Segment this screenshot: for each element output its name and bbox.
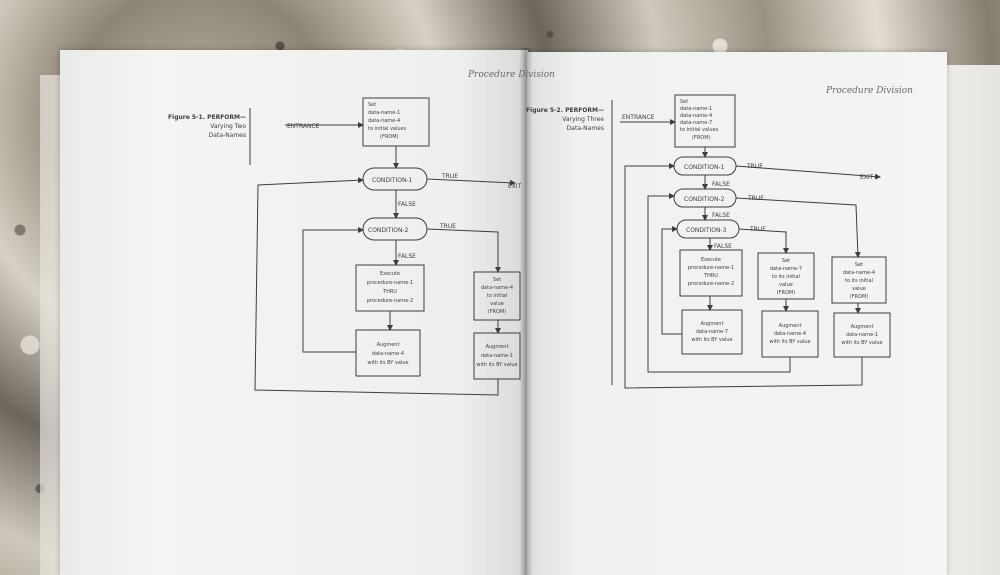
right-augment7-text: with its BY value xyxy=(691,337,732,343)
right-execute-text: procedure-name-1 xyxy=(688,265,734,271)
right-condition-2-label: CONDITION-2 xyxy=(684,196,725,203)
left-entrance-label: ENTRANCE xyxy=(287,123,320,130)
right-set4-text: Set xyxy=(855,262,863,268)
left-augment2-text: with its BY value xyxy=(476,362,517,368)
book-gutter xyxy=(519,48,533,575)
right-set-text: data-name-1 xyxy=(680,106,712,112)
left-augment1-text: with its BY value xyxy=(367,360,408,366)
right-set-text: data-name-7 xyxy=(680,120,712,126)
left-exit-label: EXIT xyxy=(508,183,522,190)
right-augment1-text: Augment xyxy=(851,324,874,330)
left-augment1-text: data-name-4 xyxy=(372,351,404,357)
right-set7-text: (FROM) xyxy=(777,290,796,296)
left-execute-text: THRU xyxy=(382,289,397,295)
right-false-label-3: FALSE xyxy=(714,243,732,250)
left-true-label-2: TRUE xyxy=(439,223,456,230)
right-true-label-2: TRUE xyxy=(747,195,764,202)
right-false-label-2: FALSE xyxy=(712,212,730,219)
left-set-text: Set xyxy=(368,102,376,108)
right-execute-text: procedure-name-2 xyxy=(688,281,734,287)
right-set-text: Set xyxy=(680,99,688,105)
left-caption-line2: Varying Two xyxy=(210,123,246,130)
left-set-small-box xyxy=(473,271,521,321)
right-true-label-1: TRUE xyxy=(746,163,763,170)
left-execute-text: procedure-name-2 xyxy=(367,298,413,304)
left-caption-line1: Figure 5-1. PERFORM— xyxy=(168,114,246,121)
right-set7-text: Set xyxy=(782,258,790,264)
right-execute-text: THRU xyxy=(703,273,718,279)
right-augment1-text: data-name-1 xyxy=(846,332,878,338)
left-set-text: (FROM) xyxy=(380,134,399,140)
left-set-small-text: (FROM) xyxy=(488,309,507,315)
right-running-head: Procedure Division xyxy=(826,86,913,96)
left-execute-text: Execute xyxy=(380,271,400,277)
left-augment1-text: Augment xyxy=(377,342,400,348)
right-augment4-text: with its BY value xyxy=(769,339,810,345)
right-caption-line2: Varying Three xyxy=(562,116,604,123)
right-set7-text: data-name-7 xyxy=(770,266,802,272)
right-augment7-text: Augment xyxy=(701,321,724,327)
right-augment4-text: Augment xyxy=(779,323,802,329)
right-set7-text: value xyxy=(779,282,793,288)
right-set4-text: to its initial xyxy=(845,278,873,284)
right-set4-text: value xyxy=(852,286,866,292)
right-condition-3-label: CONDITION-3 xyxy=(686,227,727,234)
left-false-label-2: FALSE xyxy=(398,253,416,260)
right-set4-text: (FROM) xyxy=(850,294,869,300)
left-false-label-1: FALSE xyxy=(398,201,416,208)
left-augment2-text: data-name-1 xyxy=(481,353,513,359)
right-entrance-label: ENTRANCE xyxy=(622,114,655,121)
left-execute-text: procedure-name-1 xyxy=(367,280,413,286)
left-set-small-text: Set xyxy=(493,277,501,283)
left-page xyxy=(60,50,528,575)
right-caption-line1: Figure 5-2. PERFORM— xyxy=(526,107,604,114)
left-set-text: to initial values xyxy=(368,126,407,132)
right-caption-line3: Data-Names xyxy=(567,125,604,132)
left-augment-box-1 xyxy=(355,329,421,377)
left-condition-1-label: CONDITION-1 xyxy=(372,177,413,184)
right-augment7-text: data-name-7 xyxy=(696,329,728,335)
left-running-head: Procedure Division xyxy=(468,70,555,80)
right-execute-box xyxy=(679,249,743,297)
left-condition-2-label: CONDITION-2 xyxy=(368,227,409,234)
right-exit-label: EXIT xyxy=(860,174,874,181)
right-augment-box-7 xyxy=(681,309,743,355)
left-set-text: data-name-1 xyxy=(368,110,400,116)
left-set-text: data-name-4 xyxy=(368,118,400,124)
right-false-label-1: FALSE xyxy=(712,181,730,188)
left-set-small-text: data-name-4 xyxy=(481,285,513,291)
right-augment4-text: data-name-4 xyxy=(774,331,806,337)
left-augment2-text: Augment xyxy=(486,344,509,350)
right-set-text: data-name-4 xyxy=(680,113,712,119)
right-augment1-text: with its BY value xyxy=(841,340,882,346)
right-set4-text: data-name-4 xyxy=(843,270,875,276)
left-true-label-1: TRUE xyxy=(441,173,458,180)
left-set-small-text: to initial xyxy=(487,293,507,299)
left-set-small-text: value xyxy=(490,301,504,307)
right-true-label-3: TRUE xyxy=(749,226,766,233)
right-condition-1-label: CONDITION-1 xyxy=(684,164,725,171)
right-set-text: to initial values xyxy=(680,127,719,133)
right-set-box-4 xyxy=(831,256,887,304)
left-augment-box-2 xyxy=(473,332,521,380)
right-set-text: (FROM) xyxy=(692,135,711,141)
left-caption-line3: Data-Names xyxy=(209,132,246,139)
right-execute-text: Execute xyxy=(701,257,721,263)
right-set7-text: to its initial xyxy=(772,274,800,280)
